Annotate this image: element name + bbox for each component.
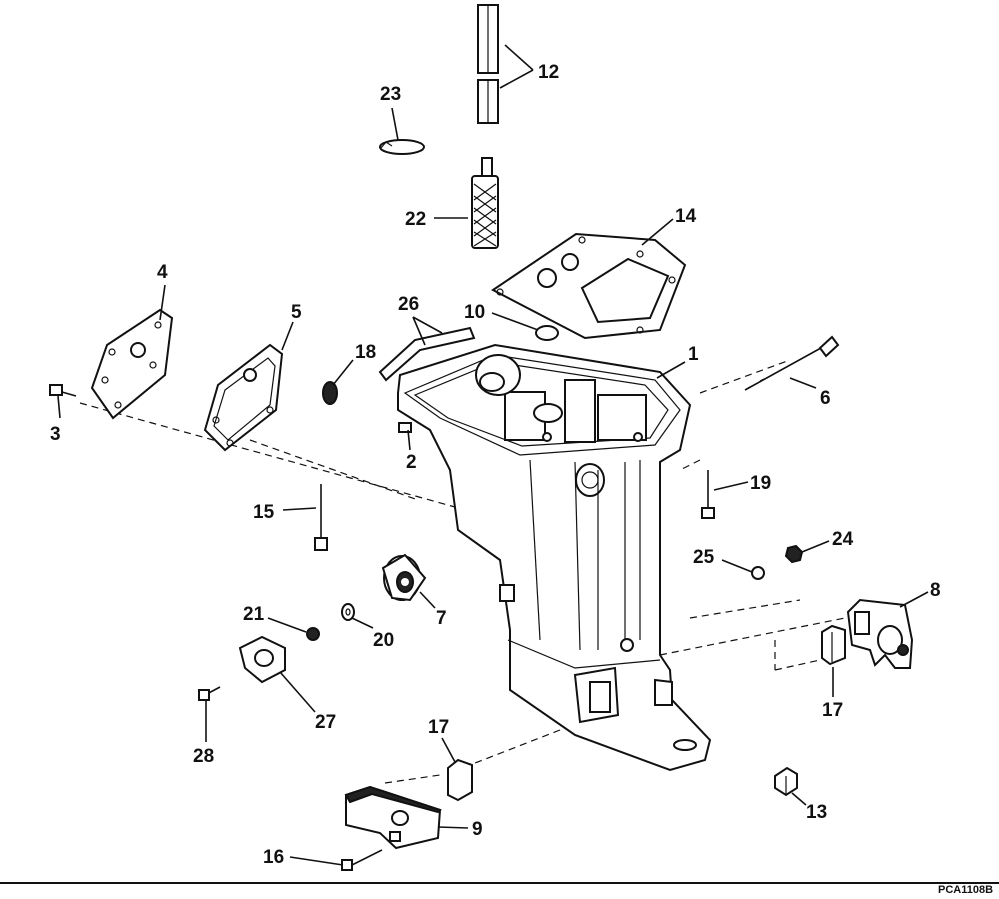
part-19-bolt [701,470,715,519]
part-13-anode [774,766,798,797]
callout-6: 6 [820,388,831,409]
part-28-screw [198,686,221,701]
part-24-nut [784,544,804,564]
part-23-clamp [379,139,425,155]
callout-8: 8 [930,580,941,601]
part-1-housing [397,343,712,772]
callout-12: 12 [538,62,559,83]
part-15-bolt [314,484,328,551]
part-25-washer [751,566,765,580]
callout-1: 1 [688,344,699,365]
callout-25: 25 [693,547,715,568]
callout-18: 18 [355,342,376,363]
callout-15: 15 [253,502,275,523]
callout-16: 16 [263,847,284,868]
part-17-anode-right [821,624,846,666]
part-5-gasket [203,343,284,452]
part-6-bolt [744,335,840,391]
callout-26: 26 [398,294,419,315]
part-16-bolt [341,849,383,871]
callout-9: 9 [472,819,483,840]
part-27-plate [238,635,286,684]
alignment-lines [79,359,861,784]
part-17-anode-lower [447,758,473,802]
callout-10: 10 [464,302,485,323]
callout-17-right: 17 [822,700,843,721]
part-14-gasket [491,232,687,340]
part-12-tubes [477,4,499,124]
callout-13: 13 [806,802,827,823]
callout-24: 24 [832,529,854,550]
callout-22: 22 [405,209,426,230]
part-21-nut [306,627,320,641]
callout-21: 21 [243,604,265,625]
part-20-washer [341,603,355,621]
callout-23: 23 [380,84,401,105]
callout-3: 3 [50,424,61,445]
part-9-clamp [344,785,442,850]
callout-19: 19 [750,473,771,494]
callout-20: 20 [373,630,394,651]
callout-4: 4 [157,262,168,283]
callout-7: 7 [436,608,447,629]
part-3-screw [49,384,77,397]
part-18-grommet [322,381,338,405]
part-8-bracket [846,598,914,669]
part-4-cover [90,308,174,420]
callout-5: 5 [291,302,302,323]
part-10-oring [535,325,559,341]
callout-17-lower: 17 [428,717,449,738]
part-26-hose [378,326,476,382]
part-22-filter [471,157,499,249]
callout-27: 27 [315,712,336,733]
callout-28: 28 [193,746,214,767]
callout-14: 14 [675,206,697,227]
callout-labels: 12 23 22 14 26 10 18 4 5 3 2 1 6 19 15 2… [50,62,941,868]
callout-2: 2 [406,452,417,473]
reference-code: PCA1108B [938,884,993,896]
leader-lines [57,44,929,866]
part-7-mount [381,553,427,602]
